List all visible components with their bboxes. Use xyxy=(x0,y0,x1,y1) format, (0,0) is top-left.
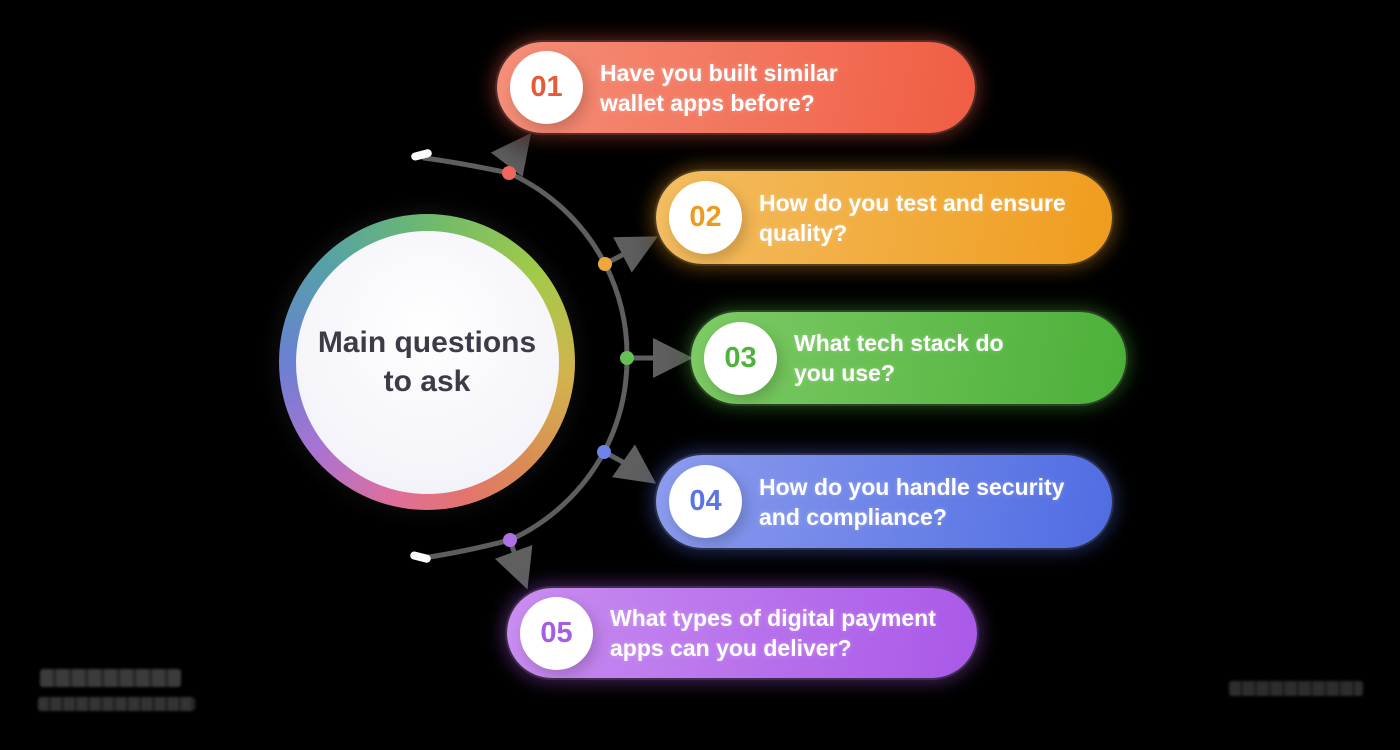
connector-dot-1 xyxy=(502,166,516,180)
connector-tick-bottom xyxy=(410,551,431,563)
question-item-02: 02 How do you test and ensure quality? xyxy=(656,171,1112,264)
question-item-04: 04 How do you handle security and compli… xyxy=(656,455,1112,548)
question-text-line: Have you built similar xyxy=(600,59,838,86)
page-title: Main questions to ask xyxy=(318,323,536,401)
page-title-line-2: to ask xyxy=(383,365,471,398)
question-text: What tech stack do you use? xyxy=(794,328,1004,388)
watermark-url xyxy=(1229,681,1363,696)
connector-branch-4 xyxy=(601,444,657,484)
connector-tick-top xyxy=(411,149,432,161)
question-text: How do you handle security and complianc… xyxy=(759,472,1064,532)
connector-dot-2 xyxy=(598,257,612,271)
connector-branch-2 xyxy=(602,236,658,273)
question-number-badge: 05 xyxy=(520,596,593,670)
central-circle: Main questions to ask xyxy=(279,214,575,510)
question-text-line: What tech stack do xyxy=(794,330,1004,356)
question-text-line: quality? xyxy=(759,219,848,246)
question-text-line: wallet apps before? xyxy=(600,89,815,116)
question-item-01: 01 Have you built similar wallet apps be… xyxy=(497,42,975,133)
question-text-line: you use? xyxy=(794,360,895,386)
question-number-badge: 02 xyxy=(669,181,742,254)
question-number-badge: 01 xyxy=(510,51,583,124)
watermark-logo-line-2 xyxy=(38,697,195,711)
question-text-line: How do you handle security xyxy=(759,473,1065,500)
question-text: Have you built similar wallet apps befor… xyxy=(600,58,838,118)
question-item-05: 05 What types of digital payment apps ca… xyxy=(507,588,977,678)
connector-dot-5 xyxy=(503,533,517,547)
question-number-badge: 03 xyxy=(704,321,777,395)
question-item-03: 03 What tech stack do you use? xyxy=(691,312,1126,404)
question-text: What types of digital payment apps can y… xyxy=(610,603,936,663)
watermark-logo-line-1 xyxy=(40,669,181,687)
connector-dot-4 xyxy=(597,445,611,459)
question-text-line: How do you test and ensure xyxy=(759,189,1066,216)
central-circle-inner: Main questions to ask xyxy=(295,230,559,494)
page-title-line-1: Main questions xyxy=(317,326,537,359)
question-number-badge: 04 xyxy=(669,465,742,538)
question-text-line: What types of digital payment xyxy=(610,605,936,631)
question-text-line: apps can you deliver? xyxy=(610,635,852,661)
question-text-line: and compliance? xyxy=(759,503,947,530)
question-text: How do you test and ensure quality? xyxy=(759,188,1066,248)
connector-dot-3 xyxy=(620,351,634,365)
